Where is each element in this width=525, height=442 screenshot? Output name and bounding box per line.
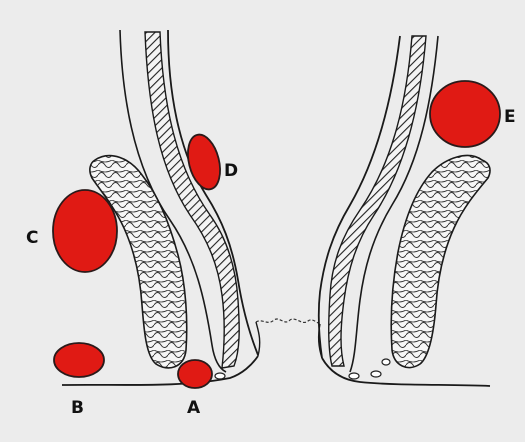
right-anal-gland-2 xyxy=(371,371,381,377)
abscess-e-supralevator xyxy=(430,81,500,147)
abscess-a-submucosal xyxy=(178,360,212,388)
label-c: C xyxy=(26,228,38,248)
left-anal-gland xyxy=(215,373,225,379)
label-a: A xyxy=(187,398,201,418)
right-anal-gland-3 xyxy=(382,359,390,365)
abscess-c-ischiorectal xyxy=(53,190,117,272)
label-b: B xyxy=(71,398,84,418)
label-e: E xyxy=(504,107,516,127)
label-d: D xyxy=(224,161,238,181)
abscess-b-perianal xyxy=(54,343,104,377)
right-anal-gland-1 xyxy=(349,373,359,379)
